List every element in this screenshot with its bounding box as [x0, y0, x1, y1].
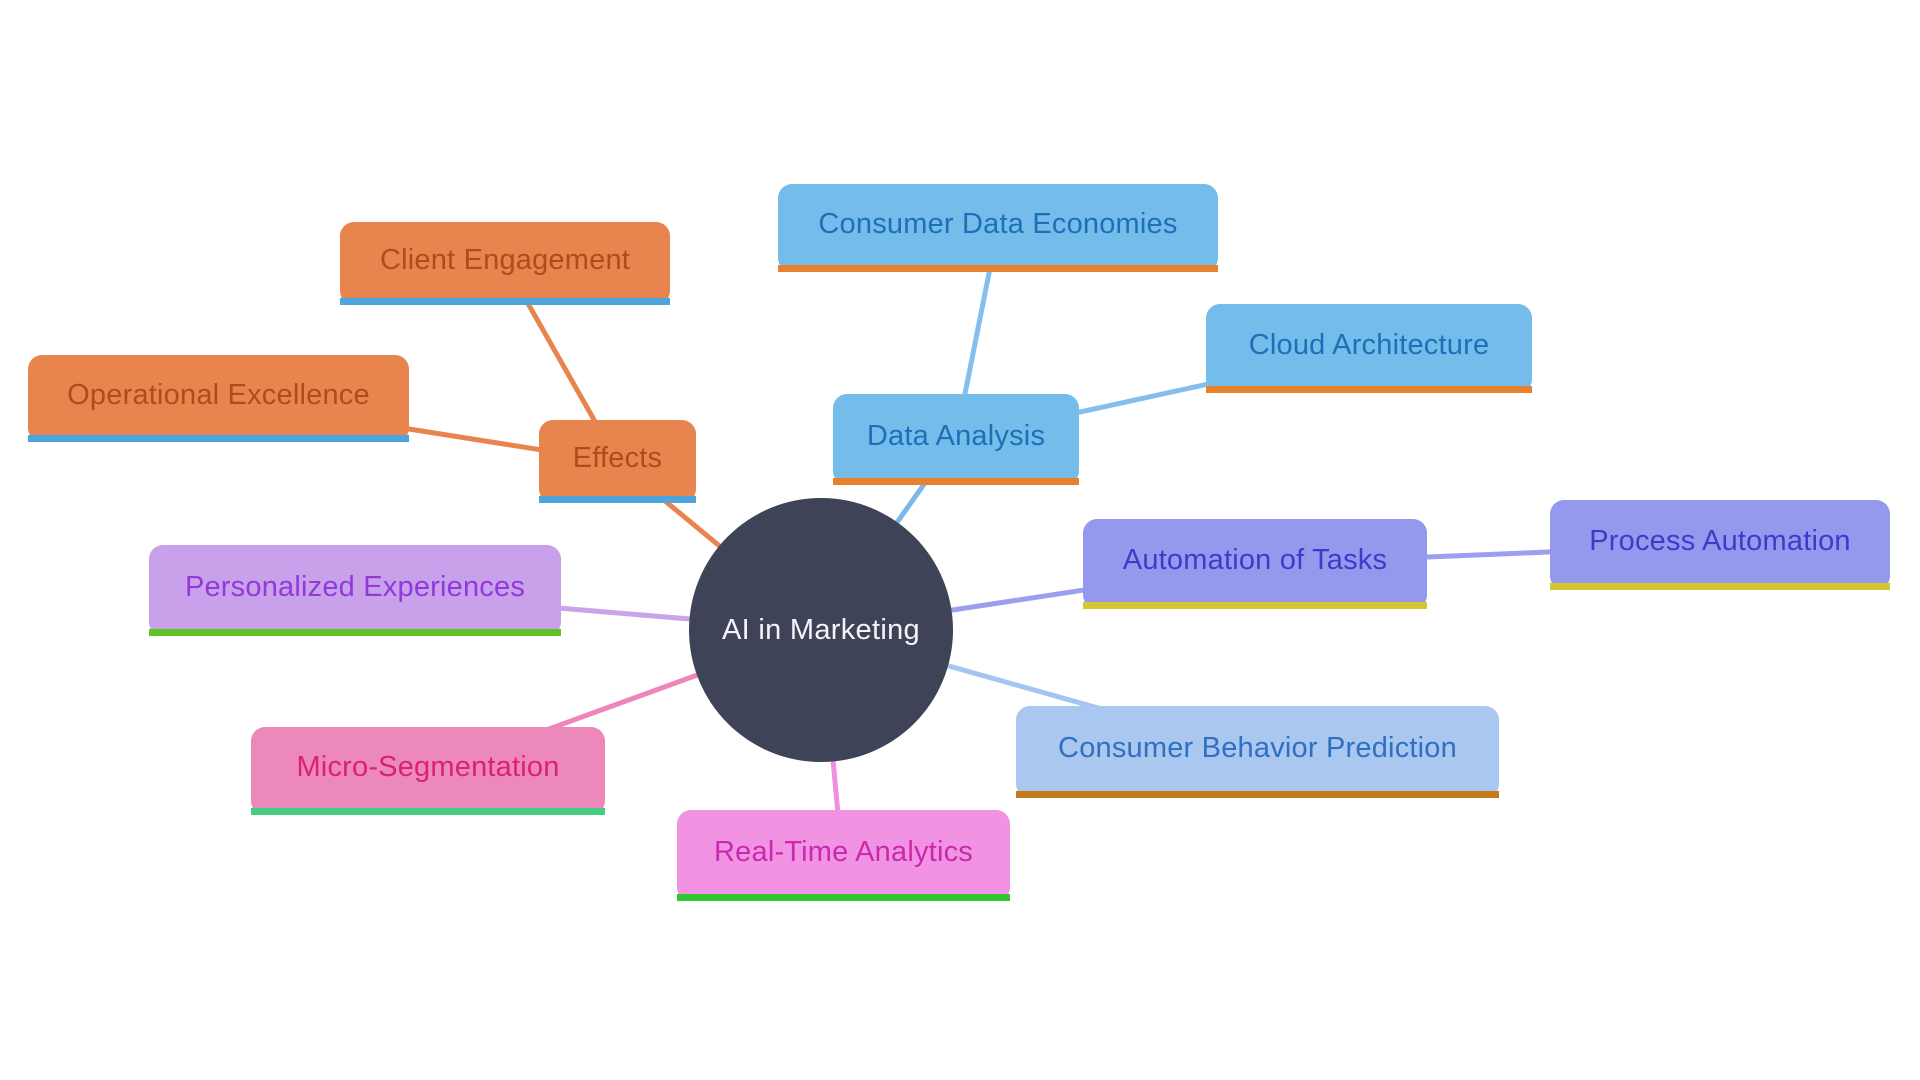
node-label: Micro-Segmentation: [296, 751, 560, 783]
central-node-ai-in-marketing[interactable]: AI in Marketing: [689, 498, 953, 762]
node-underline: [1083, 602, 1427, 609]
node-underline: [833, 478, 1079, 485]
node-label: Effects: [572, 441, 663, 474]
node-consumer-data-economies[interactable]: Consumer Data Economies: [778, 184, 1218, 272]
central-node-label: AI in Marketing: [722, 613, 920, 646]
node-underline: [778, 265, 1218, 272]
node-underline: [1016, 791, 1499, 798]
node-operational-excellence[interactable]: Operational Excellence: [28, 355, 409, 442]
node-cloud-architecture[interactable]: Cloud Architecture: [1206, 304, 1532, 393]
node-personalized-experiences[interactable]: Personalized Experiences: [149, 545, 561, 636]
node-consumer-behavior-prediction[interactable]: Consumer Behavior Prediction: [1016, 706, 1499, 798]
node-underline: [251, 808, 605, 815]
node-label: Process Automation: [1589, 525, 1851, 557]
node-label: Automation of Tasks: [1122, 544, 1388, 576]
node-underline: [149, 629, 561, 636]
node-underline: [539, 496, 696, 503]
node-label: Cloud Architecture: [1248, 328, 1490, 361]
node-label: Operational Excellence: [67, 378, 370, 411]
node-micro-segmentation[interactable]: Micro-Segmentation: [251, 727, 605, 815]
node-label: Data Analysis: [866, 419, 1046, 452]
node-underline: [340, 298, 670, 305]
node-label: Real-Time Analytics: [714, 835, 973, 868]
node-label: Consumer Data Economies: [818, 208, 1178, 240]
node-label: Consumer Behavior Prediction: [1058, 732, 1457, 764]
node-underline: [28, 435, 409, 442]
node-underline: [1206, 386, 1532, 393]
node-client-engagement[interactable]: Client Engagement: [340, 222, 670, 305]
node-effects[interactable]: Effects: [539, 420, 696, 503]
node-process-automation[interactable]: Process Automation: [1550, 500, 1890, 590]
node-data-analysis[interactable]: Data Analysis: [833, 394, 1079, 485]
node-real-time-analytics[interactable]: Real-Time Analytics: [677, 810, 1010, 901]
node-underline: [1550, 583, 1890, 590]
node-label: Personalized Experiences: [184, 570, 526, 603]
node-automation-of-tasks[interactable]: Automation of Tasks: [1083, 519, 1427, 609]
node-label: Client Engagement: [379, 243, 631, 276]
node-underline: [677, 894, 1010, 901]
